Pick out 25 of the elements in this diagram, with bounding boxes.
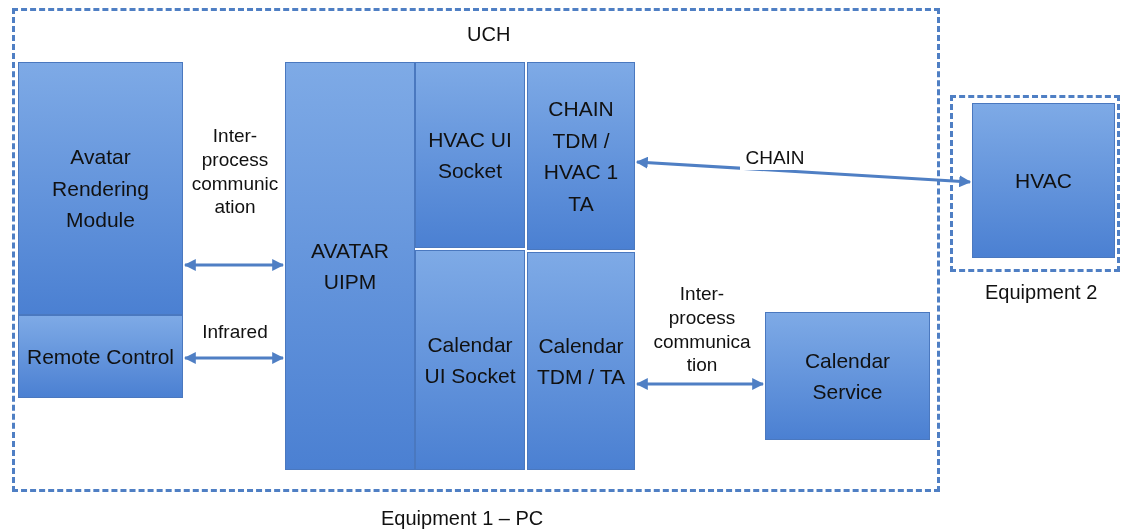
- box-label: Avatar Rendering Module: [51, 144, 150, 234]
- box-label: CHAIN TDM / HVAC 1 TA: [542, 96, 620, 217]
- box-label: AVATAR UIPM: [310, 237, 390, 295]
- box-label: Remote Control: [26, 343, 175, 370]
- double-arrow: [635, 378, 765, 390]
- group-label: UCH: [467, 23, 511, 46]
- process-box: [285, 62, 415, 470]
- group-label: Equipment 1 – PC: [381, 507, 544, 530]
- group-label: Equipment 2: [985, 281, 1098, 304]
- process-box: [527, 62, 635, 250]
- double-arrow: [635, 156, 972, 188]
- box-label: HVAC UI Socket: [427, 126, 513, 184]
- box-label: Calendar Service: [803, 347, 892, 405]
- box-label: HVAC: [1015, 167, 1072, 194]
- process-box: [765, 312, 930, 440]
- process-box: [972, 103, 1115, 258]
- process-box: [527, 252, 635, 470]
- double-arrow: [183, 259, 285, 271]
- box-label: Calendar UI Socket: [423, 331, 517, 389]
- process-box: [415, 250, 525, 470]
- process-box: [18, 62, 183, 315]
- process-box: [415, 62, 525, 248]
- process-box: [18, 315, 183, 398]
- double-arrow: [183, 352, 285, 364]
- box-label: Calendar TDM / TA: [536, 332, 626, 390]
